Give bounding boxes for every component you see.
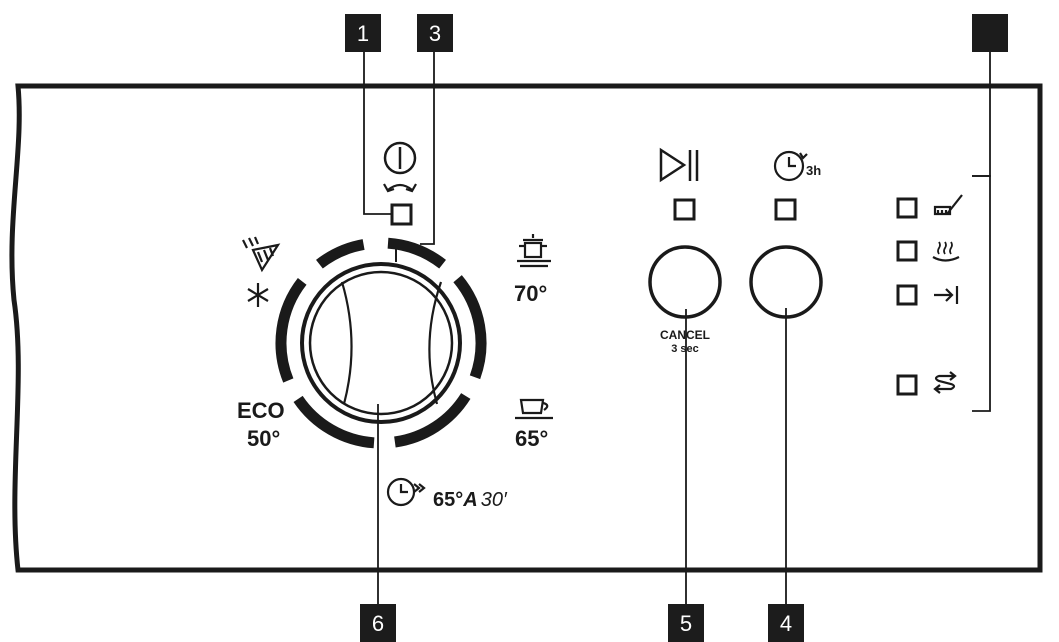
delay-indicator-light	[774, 198, 797, 221]
end-arrow-icon	[934, 286, 959, 304]
callout-box-5: 5	[668, 604, 704, 642]
quick-program-temp-value: 65°	[433, 489, 463, 511]
program-dial[interactable]	[275, 237, 487, 449]
callout-number-4: 4	[780, 611, 792, 636]
off-indicator-light	[390, 203, 413, 226]
snowflake-cold-icon	[247, 283, 269, 307]
callout-box-3: 3	[417, 14, 453, 52]
quick-clock-icon	[386, 477, 426, 507]
rinse-aid-icon	[933, 371, 957, 394]
rinse-aid-indicator-light	[896, 374, 918, 396]
callout-box-6: 6	[360, 604, 396, 642]
callout-number-5: 5	[680, 611, 692, 636]
play-pause-icon	[659, 147, 699, 183]
dial-knob-inner	[308, 270, 454, 416]
cancel-hint-label: 3 sec	[671, 343, 699, 355]
callout-number-6: 6	[372, 611, 384, 636]
callout-box-1: 1	[345, 14, 381, 52]
prewash-spray-icon	[242, 236, 281, 273]
dial-grip-left	[340, 281, 353, 405]
drying-heat-icon	[932, 241, 960, 262]
indicator-column	[896, 194, 963, 396]
bracket-right	[972, 175, 991, 412]
delay-hours-label: 3h	[806, 163, 821, 178]
panel-outline	[9, 83, 1043, 573]
intensive-temp-label: 70°	[514, 281, 547, 306]
quick-program-letter: A	[462, 489, 477, 511]
leader-1	[363, 52, 392, 215]
drying-indicator-light	[896, 240, 918, 262]
leader-bracket	[972, 52, 991, 177]
cancel-label: CANCEL	[660, 328, 710, 342]
eco-temp-label: 50°	[247, 426, 280, 451]
dial-scale-ring	[275, 237, 487, 449]
intensive-pot-icon	[517, 234, 551, 268]
power-on-off-icon	[383, 141, 417, 175]
callout-leaders	[363, 52, 991, 606]
delay-timer-icon	[773, 150, 808, 182]
leader-3	[420, 52, 435, 245]
cup-plate-icon	[515, 398, 553, 420]
callout-box-blank	[972, 14, 1008, 52]
salt-brush-icon	[933, 194, 963, 216]
callout-box-4: 4	[768, 604, 804, 642]
delay-button[interactable]	[749, 245, 823, 319]
end-indicator-light	[896, 284, 918, 306]
start-indicator-light	[673, 198, 696, 221]
salt-indicator-light	[896, 197, 918, 219]
callout-number-3: 3	[429, 21, 441, 46]
start-cancel-button[interactable]	[648, 245, 722, 319]
cup-program-temp-label: 65°	[515, 426, 548, 451]
quick-program-time: 30′	[481, 489, 508, 511]
callout-number-1: 1	[357, 21, 369, 46]
rotate-arrows-icon	[383, 183, 417, 193]
eco-program-label: ECO	[237, 398, 285, 423]
dial-grip-right	[428, 281, 443, 405]
